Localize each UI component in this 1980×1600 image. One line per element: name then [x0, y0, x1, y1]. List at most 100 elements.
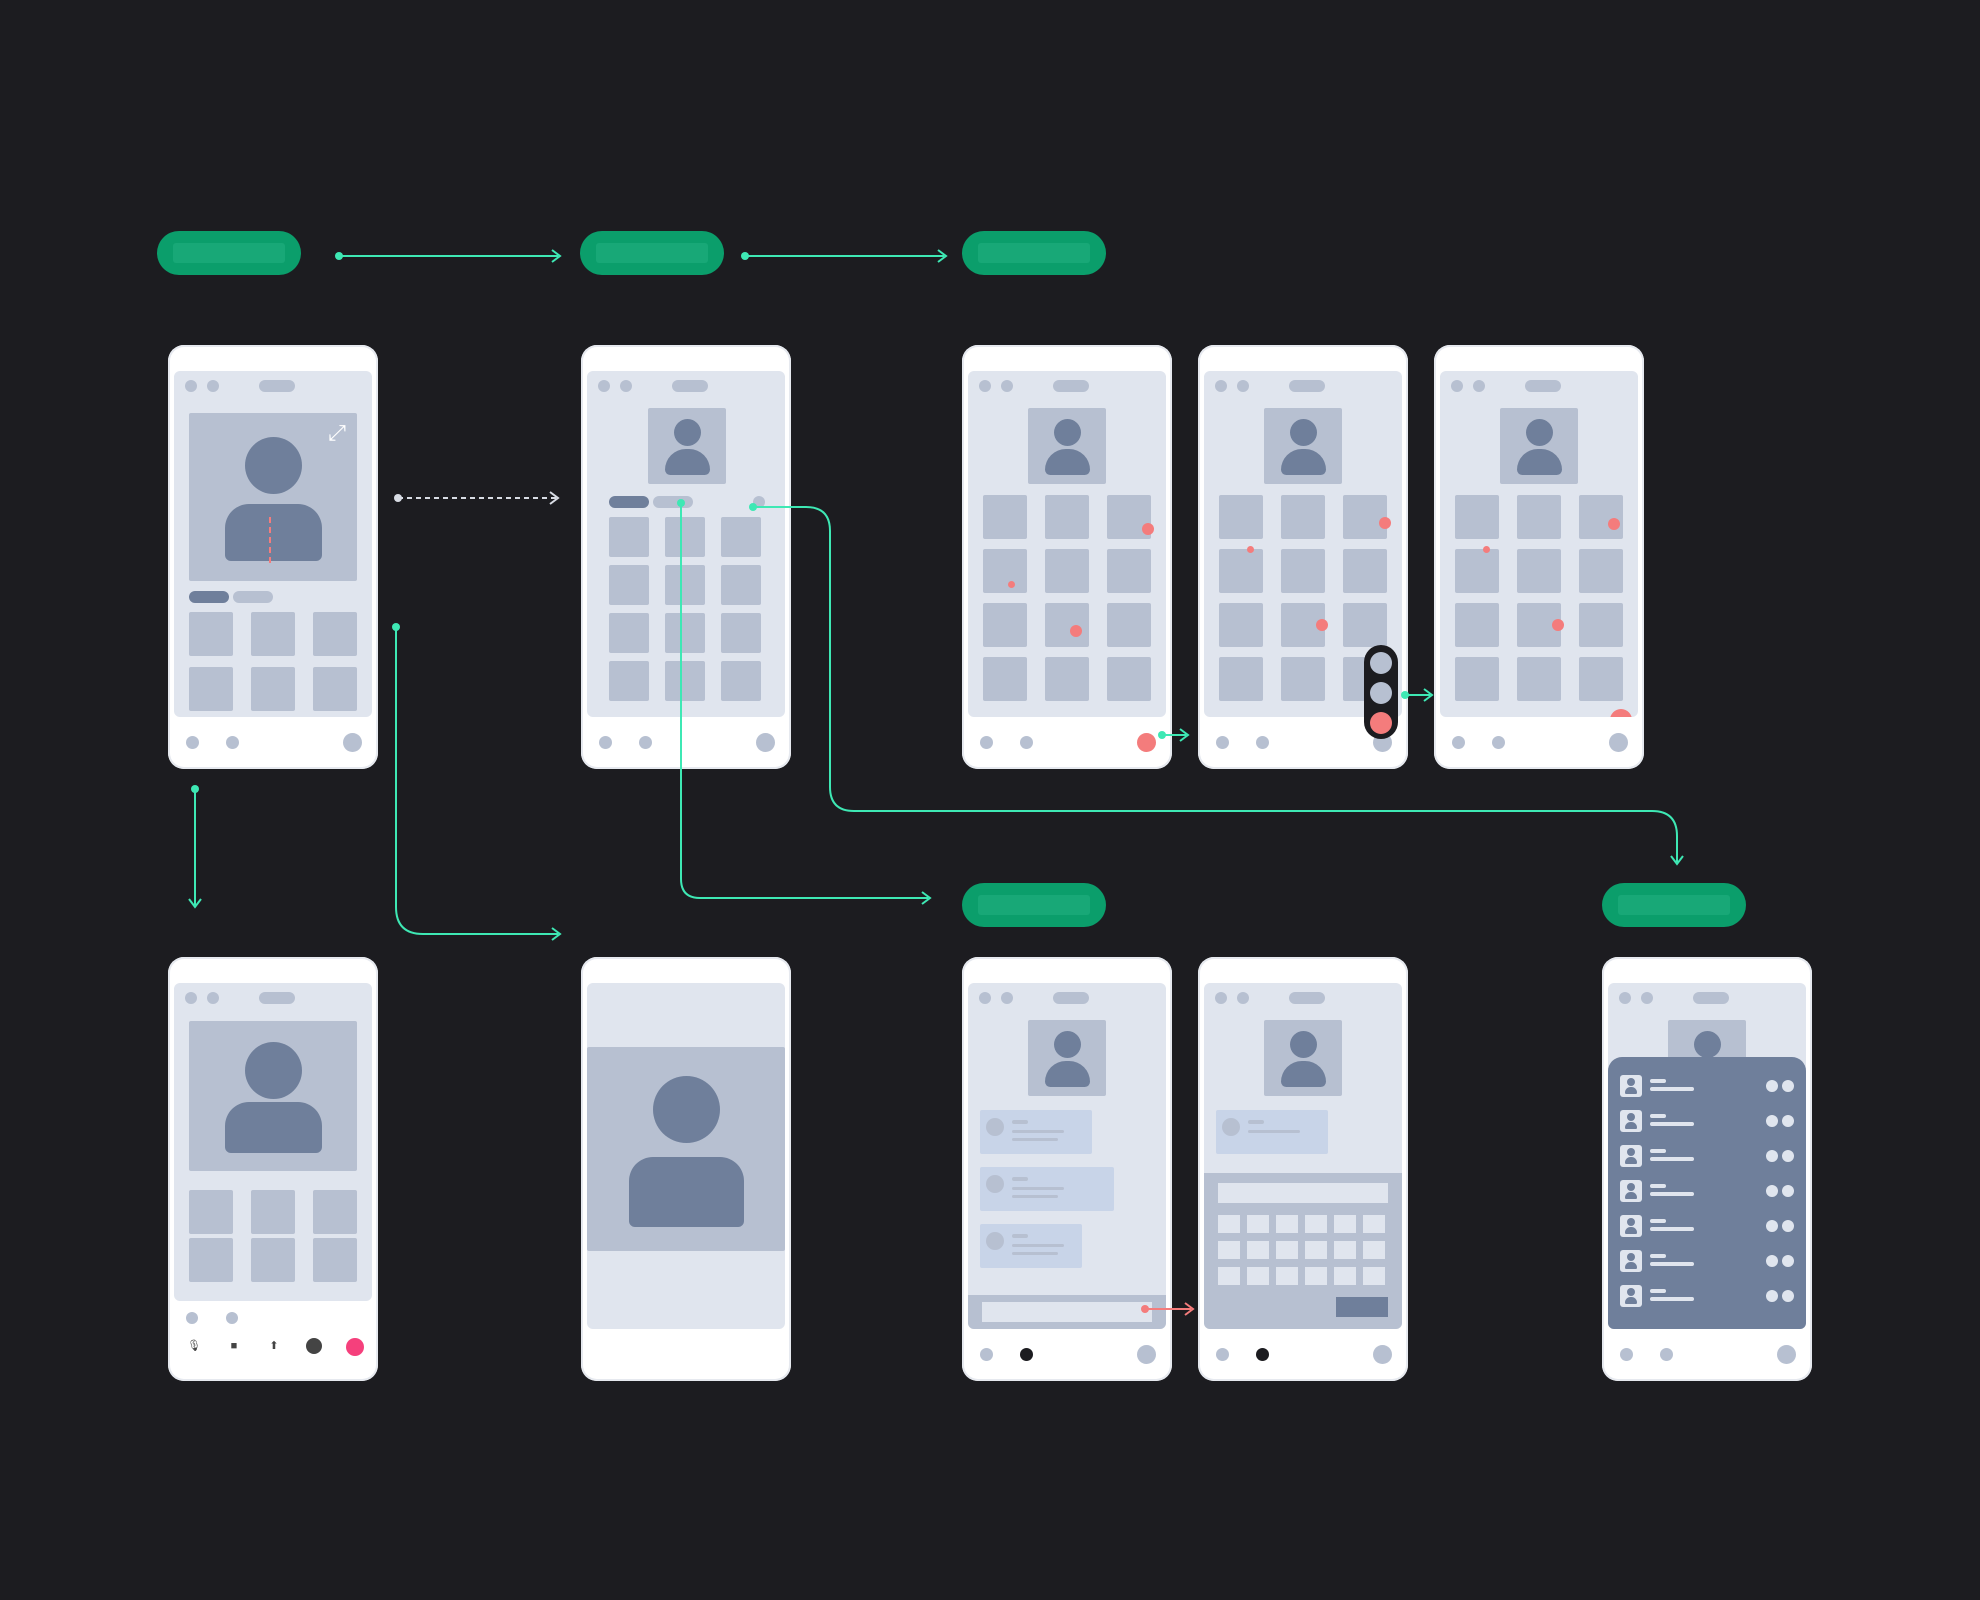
page-dot[interactable] — [186, 1312, 198, 1324]
keyboard-key[interactable] — [1218, 1267, 1240, 1285]
end-call-icon[interactable] — [346, 1338, 364, 1356]
keyboard-key[interactable] — [1334, 1215, 1356, 1233]
keyboard-key[interactable] — [1247, 1215, 1269, 1233]
grid-tile[interactable] — [189, 667, 233, 711]
tab-active-pill[interactable] — [609, 496, 649, 508]
keyboard-key[interactable] — [1363, 1215, 1385, 1233]
nav-action-dot[interactable] — [1609, 733, 1628, 752]
grid-tile[interactable] — [983, 603, 1027, 647]
grid-tile[interactable] — [1045, 603, 1089, 647]
nav-dot[interactable] — [639, 736, 652, 749]
grid-tile[interactable] — [1045, 495, 1089, 539]
grid-tile[interactable] — [189, 1238, 233, 1282]
mic-status-dot[interactable] — [1766, 1185, 1778, 1197]
keyboard-key[interactable] — [1363, 1267, 1385, 1285]
keyboard-key[interactable] — [1276, 1267, 1298, 1285]
grid-tile[interactable] — [1219, 549, 1263, 593]
flow-tag-3[interactable] — [962, 231, 1106, 275]
grid-tile[interactable] — [1455, 657, 1499, 701]
nav-action-dot[interactable] — [756, 733, 775, 752]
grid-tile[interactable] — [189, 1190, 233, 1234]
participant-row[interactable] — [1616, 1213, 1798, 1241]
mic-status-dot[interactable] — [1766, 1150, 1778, 1162]
grid-tile[interactable] — [313, 667, 357, 711]
phone-grid-notifications-c[interactable] — [1434, 345, 1644, 769]
grid-tile[interactable] — [189, 612, 233, 656]
nav-dot[interactable] — [186, 736, 199, 749]
flow-tag-5[interactable] — [1602, 883, 1746, 927]
grid-tile[interactable] — [665, 613, 705, 653]
grid-tile[interactable] — [1517, 495, 1561, 539]
grid-tile[interactable] — [313, 1190, 357, 1234]
grid-tile[interactable] — [721, 613, 761, 653]
phone-grid-notifications-b[interactable] — [1198, 345, 1408, 769]
phone-call-screen[interactable]: 🎙■⬆ — [168, 957, 378, 1381]
participant-row[interactable] — [1616, 1248, 1798, 1276]
grid-tile[interactable] — [983, 549, 1027, 593]
nav-dot[interactable] — [226, 736, 239, 749]
grid-tile[interactable] — [665, 565, 705, 605]
tab-inactive-pill[interactable] — [233, 591, 273, 603]
grid-tile[interactable] — [1219, 657, 1263, 701]
grid-tile[interactable] — [1107, 603, 1151, 647]
nav-dot[interactable] — [1452, 736, 1465, 749]
tab-active-pill[interactable] — [189, 591, 229, 603]
nav-action-dot[interactable] — [1137, 1345, 1156, 1364]
record-dot-icon[interactable] — [306, 1338, 322, 1354]
mic-status-dot[interactable] — [1766, 1290, 1778, 1302]
phone-gallery-expand[interactable]: ⤢ — [168, 345, 378, 769]
grid-tile[interactable] — [1281, 495, 1325, 539]
popover-option[interactable] — [1370, 712, 1392, 734]
grid-tile[interactable] — [1579, 549, 1623, 593]
keyboard-key[interactable] — [1247, 1267, 1269, 1285]
grid-tile[interactable] — [1219, 495, 1263, 539]
keyboard-key[interactable] — [1276, 1215, 1298, 1233]
phone-chat-keyboard[interactable] — [1198, 957, 1408, 1381]
more-dot[interactable] — [753, 496, 765, 508]
participant-row[interactable] — [1616, 1073, 1798, 1101]
nav-dot[interactable] — [1256, 1348, 1269, 1361]
phone-fullscreen-video[interactable] — [581, 957, 791, 1381]
grid-tile[interactable] — [1107, 549, 1151, 593]
participant-row[interactable] — [1616, 1108, 1798, 1136]
flow-tag-1[interactable] — [157, 231, 301, 275]
grid-tile[interactable] — [1455, 603, 1499, 647]
keyboard-key[interactable] — [1363, 1241, 1385, 1259]
mic-icon[interactable]: 🎙 — [187, 1340, 201, 1352]
phone-participants-list[interactable] — [1602, 957, 1812, 1381]
nav-dot[interactable] — [980, 736, 993, 749]
grid-tile[interactable] — [251, 1238, 295, 1282]
grid-tile[interactable] — [1517, 549, 1561, 593]
video-status-dot[interactable] — [1782, 1080, 1794, 1092]
grid-tile[interactable] — [1281, 657, 1325, 701]
phone-tabbed-grid[interactable] — [581, 345, 791, 769]
flow-tag-4[interactable] — [962, 883, 1106, 927]
video-status-dot[interactable] — [1782, 1220, 1794, 1232]
grid-tile[interactable] — [1045, 657, 1089, 701]
popover-option[interactable] — [1370, 682, 1392, 704]
popover-menu[interactable] — [1364, 645, 1398, 739]
video-status-dot[interactable] — [1782, 1150, 1794, 1162]
grid-tile[interactable] — [609, 565, 649, 605]
keyboard-key[interactable] — [1276, 1241, 1298, 1259]
grid-tile[interactable] — [665, 517, 705, 557]
nav-dot[interactable] — [1216, 1348, 1229, 1361]
keyboard-input[interactable] — [1218, 1183, 1388, 1203]
send-key[interactable] — [1336, 1297, 1388, 1317]
mic-status-dot[interactable] — [1766, 1220, 1778, 1232]
grid-tile[interactable] — [1045, 549, 1089, 593]
nav-dot[interactable] — [1660, 1348, 1673, 1361]
grid-tile[interactable] — [1107, 657, 1151, 701]
nav-dot[interactable] — [599, 736, 612, 749]
phone-grid-notifications-a[interactable] — [962, 345, 1172, 769]
mic-status-dot[interactable] — [1766, 1080, 1778, 1092]
participant-row[interactable] — [1616, 1283, 1798, 1311]
video-status-dot[interactable] — [1782, 1255, 1794, 1267]
grid-tile[interactable] — [313, 612, 357, 656]
grid-tile[interactable] — [721, 517, 761, 557]
nav-dot[interactable] — [1620, 1348, 1633, 1361]
keyboard-key[interactable] — [1334, 1241, 1356, 1259]
mic-status-dot[interactable] — [1766, 1255, 1778, 1267]
grid-tile[interactable] — [1455, 495, 1499, 539]
flow-tag-2[interactable] — [580, 231, 724, 275]
